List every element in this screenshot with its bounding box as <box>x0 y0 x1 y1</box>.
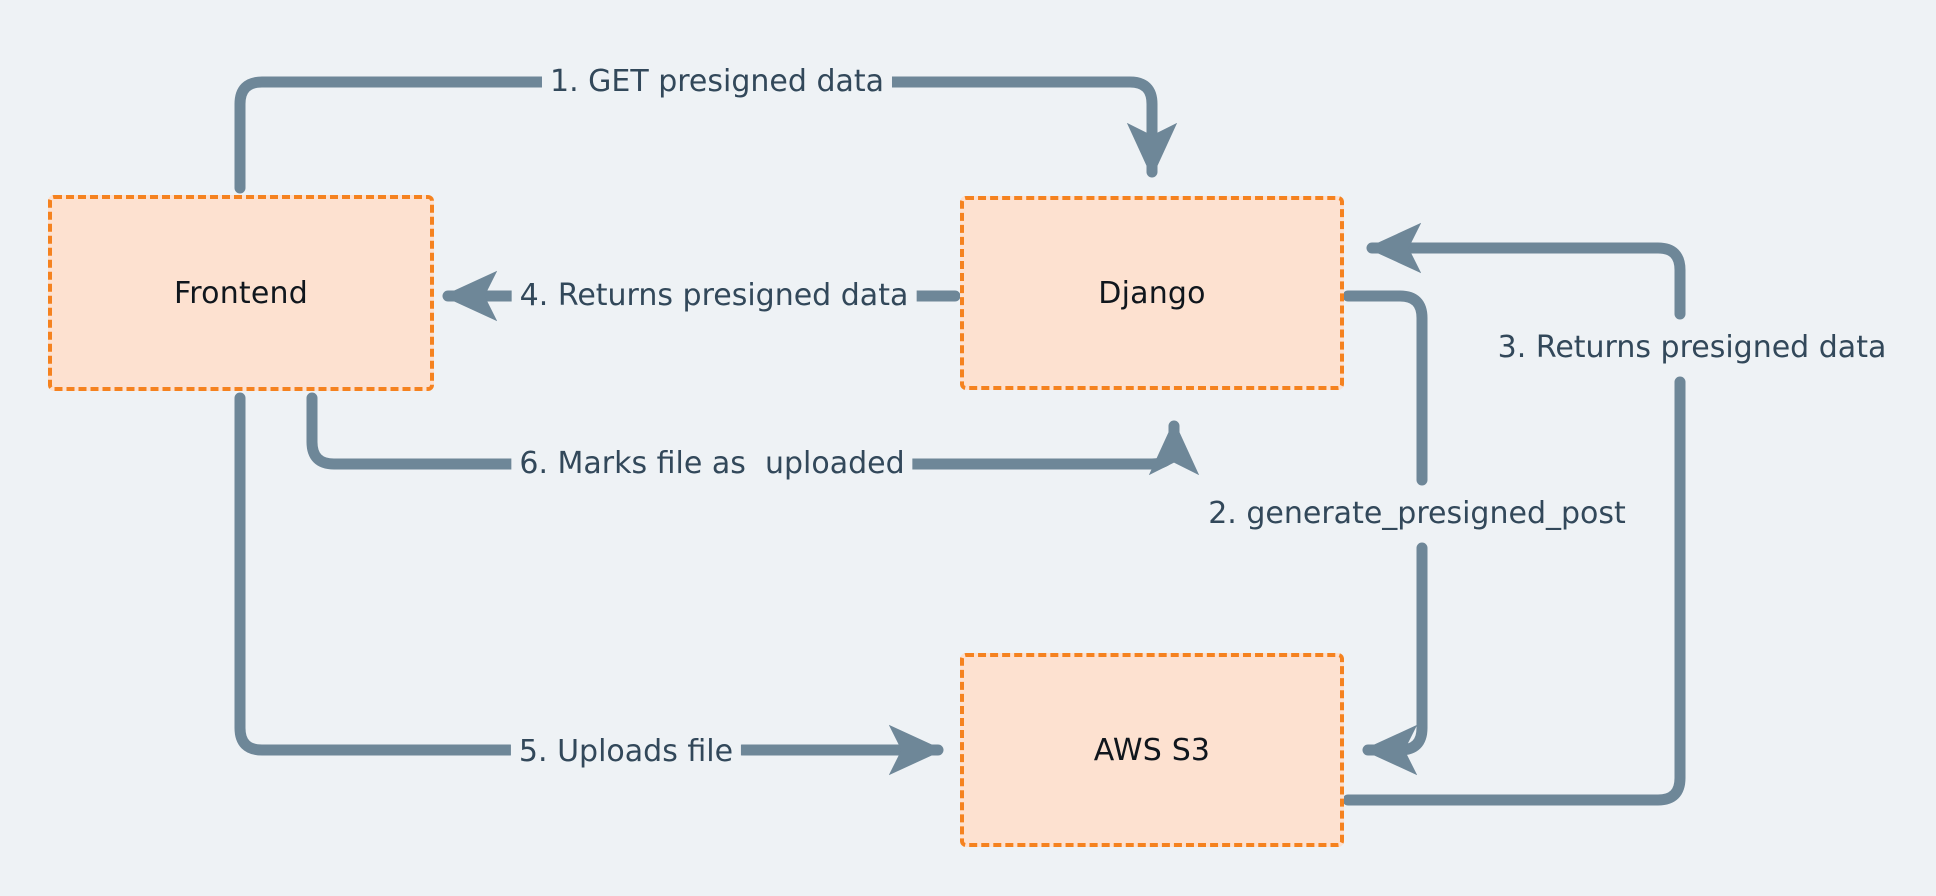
edge-label-2: 2. generate_presigned_post <box>1200 497 1634 531</box>
edge-label-1: 1. GET presigned data <box>541 65 893 99</box>
edge-path-3 <box>1348 248 1686 806</box>
node-django[interactable]: Django <box>960 196 1344 390</box>
edge-label-4: 4. Returns presigned data <box>511 279 917 313</box>
node-frontend-label: Frontend <box>174 275 308 311</box>
edge-path-1 <box>234 76 1152 188</box>
edge-label-3: 3. Returns presigned data <box>1489 331 1895 365</box>
node-django-label: Django <box>1098 275 1206 311</box>
node-aws-s3[interactable]: AWS S3 <box>960 653 1344 847</box>
node-aws-s3-label: AWS S3 <box>1093 732 1211 768</box>
edge-label-6: 6. Marks file as uploaded <box>511 447 913 481</box>
edge-path-5 <box>234 392 938 750</box>
edge-label-5: 5. Uploads file <box>510 735 742 769</box>
node-frontend[interactable]: Frontend <box>48 195 434 391</box>
edge-path-6 <box>306 398 1174 464</box>
